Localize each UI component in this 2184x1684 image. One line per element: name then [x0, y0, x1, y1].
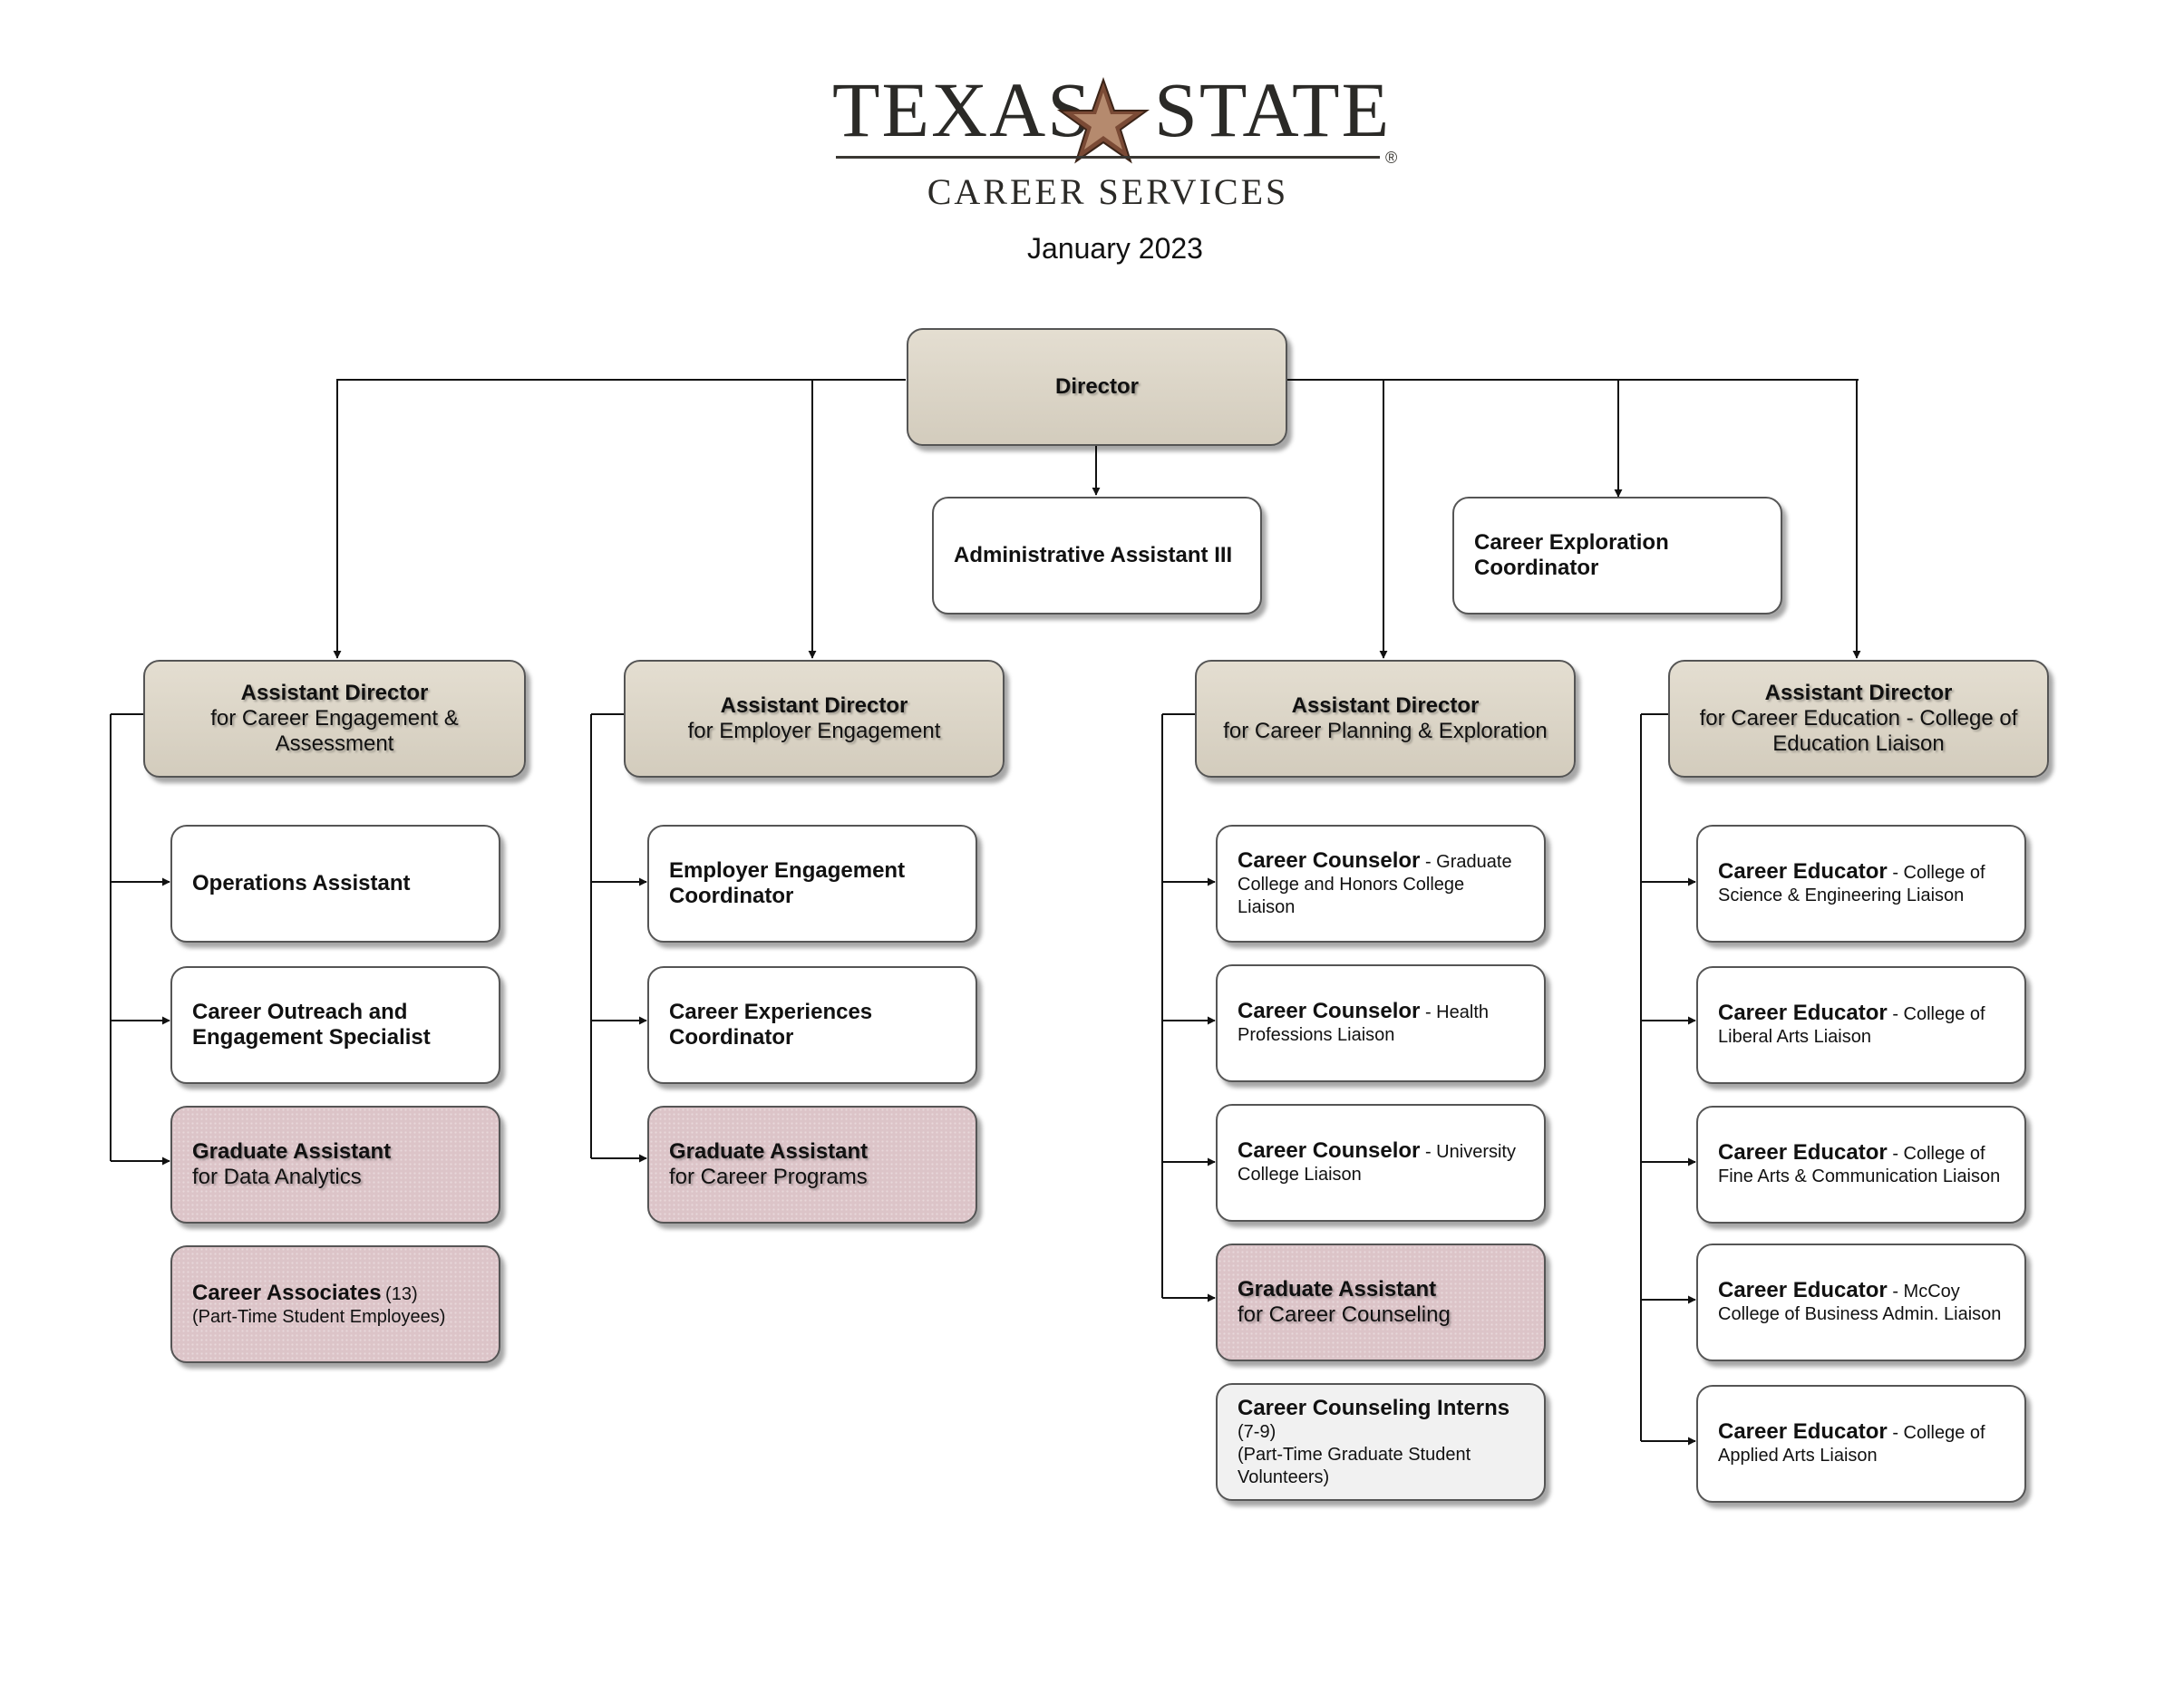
staff-detail: - Graduate College and Honors College Li…	[1238, 851, 1512, 917]
director-box: Director	[907, 328, 1287, 446]
career-educator-box: Career Educator - College of Fine Arts &…	[1696, 1106, 2026, 1224]
staff-note: (Part-Time Student Employees)	[192, 1306, 446, 1327]
staff-detail: - College of Fine Arts & Communication L…	[1718, 1144, 2001, 1186]
staff-title: Career Outreach and Engagement Specialis…	[192, 1000, 431, 1050]
ad-career-planning-box: Assistant Director for Career Planning &…	[1195, 660, 1576, 778]
exploration-coordinator-title: Career Exploration Coordinator	[1474, 530, 1669, 580]
counseling-interns-box: Career Counseling Interns (7-9) (Part-Ti…	[1216, 1383, 1546, 1501]
career-educator-box: Career Educator - College of Liberal Art…	[1696, 966, 2026, 1084]
staff-count: (13)	[385, 1283, 418, 1304]
career-educator-box: Career Educator - College of Applied Art…	[1696, 1385, 2026, 1503]
career-counselor-box: Career Counselor - Health Professions Li…	[1216, 964, 1546, 1082]
graduate-assistant-box: Graduate Assistant for Career Counseling	[1216, 1244, 1546, 1361]
staff-title: Graduate Assistant	[1238, 1277, 1437, 1302]
career-associates-box: Career Associates (13) (Part-Time Studen…	[170, 1245, 500, 1363]
staff-title: Career Associates	[192, 1280, 382, 1305]
staff-title: Graduate Assistant	[192, 1139, 392, 1164]
ad-engagement-assessment-box: Assistant Director for Career Engagement…	[143, 660, 526, 778]
staff-title: Employer Engagement Coordinator	[669, 858, 906, 908]
admin-assistant-box: Administrative Assistant III	[932, 497, 1262, 615]
staff-title: Career Educator	[1718, 1278, 1888, 1302]
staff-subtitle: for Career Counseling	[1238, 1302, 1451, 1327]
exploration-coordinator-box: Career Exploration Coordinator	[1452, 497, 1782, 615]
career-counselor-box: Career Counselor - Graduate College and …	[1216, 825, 1546, 943]
staff-subtitle: for Data Analytics	[192, 1165, 362, 1189]
staff-title: Career Educator	[1718, 1140, 1888, 1165]
director-title: Director	[1054, 374, 1140, 399]
staff-title: Operations Assistant	[192, 871, 411, 895]
staff-title: Career Experiences Coordinator	[669, 1000, 873, 1050]
admin-assistant-title: Administrative Assistant III	[954, 543, 1233, 567]
staff-title: Career Educator	[1718, 1001, 1888, 1025]
ad-title: Assistant Director	[1291, 693, 1480, 718]
staff-detail: - McCoy College of Business Admin. Liais…	[1718, 1282, 2002, 1324]
staff-box: Career Outreach and Engagement Specialis…	[170, 966, 500, 1084]
logo-word-texas: TEXAS	[832, 66, 1093, 153]
staff-detail: - Health Professions Liaison	[1238, 1002, 1489, 1045]
staff-title: Career Counselor	[1238, 1138, 1421, 1163]
ad-subtitle: for Career Planning & Exploration	[1223, 719, 1548, 743]
logo-divider	[836, 156, 1380, 159]
staff-detail: - College of Applied Arts Liaison	[1718, 1423, 1985, 1466]
ad-career-education-box: Assistant Director for Career Education …	[1668, 660, 2049, 778]
logo-word-state: STATE	[1154, 66, 1392, 153]
staff-title: Career Educator	[1718, 859, 1888, 884]
ad-title: Assistant Director	[1764, 681, 1953, 705]
staff-box: Career Experiences Coordinator	[647, 966, 977, 1084]
logo-subtitle: CAREER SERVICES	[927, 171, 1289, 212]
ad-title: Assistant Director	[720, 693, 908, 718]
registered-mark: ®	[1385, 149, 1398, 167]
ad-title: Assistant Director	[240, 681, 429, 705]
ad-subtitle: for Career Engagement & Assessment	[210, 706, 459, 756]
staff-box: Operations Assistant	[170, 825, 500, 943]
graduate-assistant-box: Graduate Assistant for Data Analytics	[170, 1106, 500, 1224]
career-counselor-box: Career Counselor - University College Li…	[1216, 1104, 1546, 1222]
career-educator-box: Career Educator - McCoy College of Busin…	[1696, 1244, 2026, 1361]
career-educator-box: Career Educator - College of Science & E…	[1696, 825, 2026, 943]
staff-title: Graduate Assistant	[669, 1139, 869, 1164]
staff-count: (7-9)	[1238, 1421, 1276, 1442]
staff-detail: - College of Liberal Arts Liaison	[1718, 1004, 1985, 1047]
staff-title: Career Counselor	[1238, 847, 1421, 873]
ad-employer-engagement-box: Assistant Director for Employer Engageme…	[624, 660, 1005, 778]
chart-date: January 2023	[1027, 232, 1203, 265]
staff-subtitle: for Career Programs	[669, 1165, 868, 1189]
staff-title: Career Counselor	[1238, 999, 1421, 1023]
graduate-assistant-box: Graduate Assistant for Career Programs	[647, 1106, 977, 1224]
staff-detail: - College of Science & Engineering Liais…	[1718, 863, 1985, 905]
ad-subtitle: for Employer Engagement	[687, 719, 941, 743]
texas-star-icon	[1056, 76, 1150, 164]
staff-title: Career Counseling Interns	[1238, 1395, 1510, 1420]
staff-detail: - University College Liaison	[1238, 1142, 1516, 1185]
staff-title: Career Educator	[1718, 1419, 1888, 1444]
staff-note: (Part-Time Graduate Student Volunteers)	[1238, 1444, 1471, 1487]
ad-subtitle: for Career Education - College of Educat…	[1699, 706, 2018, 756]
staff-box: Employer Engagement Coordinator	[647, 825, 977, 943]
